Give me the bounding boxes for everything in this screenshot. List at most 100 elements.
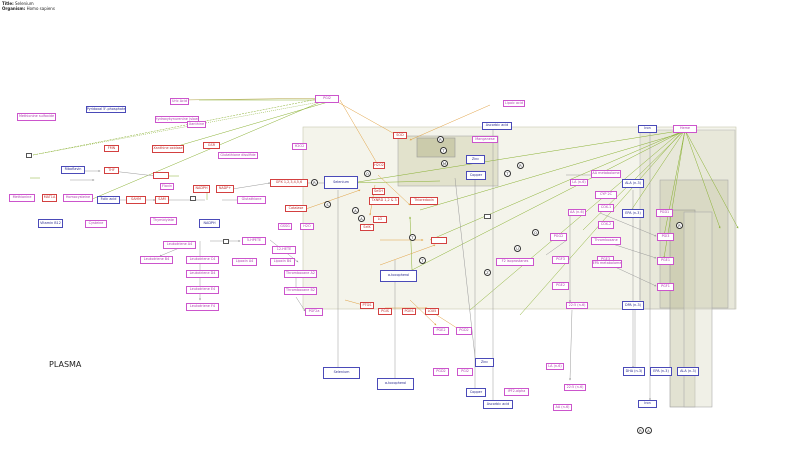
node-lipoxin-b4[interactable]: Lipoxin B4 bbox=[270, 258, 295, 266]
node-la-plasma[interactable]: LA (n-6) bbox=[546, 363, 564, 370]
node-leukotriene-f4[interactable]: Leukotriene F4 bbox=[186, 303, 219, 311]
node-hete12[interactable]: 12-HETE bbox=[272, 246, 296, 254]
marker-circle[interactable]: R bbox=[437, 136, 444, 143]
node-thymidylate-synthase[interactable] bbox=[153, 172, 169, 179]
node-pgd1[interactable]: PGD1 bbox=[656, 209, 673, 217]
marker-circle[interactable]: R bbox=[311, 179, 318, 186]
node-hete[interactable]: 5-HPETE bbox=[242, 237, 266, 245]
node-pgs[interactable]: PGE2 bbox=[552, 282, 569, 290]
node-xanthine-oxidase[interactable]: Xanthine oxidase bbox=[152, 145, 184, 153]
marker-circle[interactable]: T bbox=[440, 147, 447, 154]
node-selenium-main[interactable]: Selenium bbox=[324, 176, 358, 189]
node-lipoxin-a4[interactable]: Lipoxin A4 bbox=[232, 258, 257, 266]
node-selenium-plasma[interactable]: Selenium bbox=[323, 367, 360, 379]
node-selk[interactable]: SelK bbox=[360, 224, 374, 231]
node-cyp[interactable]: CYP 2C bbox=[595, 191, 617, 199]
node-ipf-alpha[interactable]: IPF2-alpha bbox=[504, 388, 529, 396]
node-22-5-n6[interactable]: 22:5 (n-6) bbox=[566, 302, 588, 309]
node-sod[interactable]: SOD bbox=[393, 132, 407, 139]
node-pge2[interactable]: PGE2 bbox=[433, 327, 449, 335]
node-pgi3[interactable]: PGI3 bbox=[657, 233, 674, 241]
marker-circle[interactable]: A bbox=[352, 207, 359, 214]
node-heme[interactable]: Heme bbox=[673, 125, 697, 133]
node-cox1[interactable]: COX-1 bbox=[598, 204, 614, 212]
node-pgg2[interactable]: PGG2 bbox=[550, 233, 567, 241]
node-gsr[interactable]: GSR bbox=[203, 142, 220, 149]
node-thf[interactable]: THF bbox=[104, 167, 119, 174]
node-h2o2-a[interactable]: H2O2 bbox=[292, 143, 307, 150]
node-glutathione-disulfide[interactable]: Glutathione disulfide bbox=[218, 152, 258, 159]
node-nadph-a[interactable]: NADPH bbox=[193, 185, 210, 193]
node-lox5-upper[interactable] bbox=[431, 237, 447, 244]
node-pge1[interactable]: PGE1 bbox=[657, 257, 674, 265]
node-leukotriene-a4[interactable]: Leukotriene A4 bbox=[163, 241, 196, 249]
marker-circle[interactable]: M bbox=[441, 160, 448, 167]
node-ala-n3[interactable]: ALA (n-3) bbox=[622, 179, 644, 188]
marker-circle[interactable]: R bbox=[637, 427, 644, 434]
node-22-5-plasma[interactable]: 22:5 (n-6) bbox=[564, 384, 586, 391]
node-glutathione[interactable]: Glutathione bbox=[237, 196, 266, 204]
node-aa-plasma[interactable]: AA (n-6) bbox=[553, 404, 572, 411]
node-lo[interactable]: LO bbox=[373, 216, 387, 223]
node-dha-plasma[interactable]: DHA (n-3) bbox=[623, 367, 645, 376]
node-cox2[interactable]: COX-2 bbox=[598, 221, 614, 229]
node-gssg-small[interactable]: GSSG bbox=[278, 223, 292, 230]
node-ascorbic-acid[interactable]: Ascorbic acid bbox=[482, 122, 512, 130]
node-leukotriene-e4[interactable]: Leukotriene E4 bbox=[186, 286, 219, 294]
node-thioredoxin[interactable]: Thioredoxin bbox=[410, 197, 438, 205]
marker-circle[interactable]: O bbox=[532, 229, 539, 236]
node-xanthine[interactable]: Xanthine bbox=[187, 121, 206, 128]
node-sesh[interactable]: SeSH bbox=[372, 188, 385, 195]
node-manganese[interactable]: Manganese bbox=[472, 136, 498, 143]
node-thromboxane-a2[interactable]: Thromboxane A2 bbox=[284, 270, 317, 278]
node-pgi2-b[interactable]: PGI2 bbox=[457, 368, 473, 376]
node-folic-acid[interactable]: Folic acid bbox=[97, 196, 120, 204]
node-nadp[interactable]: NADP+ bbox=[216, 185, 234, 193]
node-iron-plasma[interactable]: Iron bbox=[638, 400, 657, 408]
node-pgd2[interactable]: PGD2 bbox=[456, 327, 472, 335]
marker-circle[interactable]: U bbox=[514, 245, 521, 252]
node-fmn[interactable]: FMN bbox=[104, 145, 119, 152]
node-la-n6[interactable]: LA (n-6) bbox=[570, 179, 588, 186]
node-pgi2-top[interactable]: PGI2 bbox=[315, 95, 339, 103]
node-sam[interactable]: SAM bbox=[155, 196, 169, 204]
marker-circle[interactable]: R bbox=[676, 222, 683, 229]
node-aa-metabolome[interactable]: AA metabolome bbox=[591, 170, 621, 178]
node-thromboxane[interactable]: Thromboxane bbox=[591, 237, 621, 245]
node-ala-plasma[interactable]: ALA (n-3) bbox=[677, 367, 699, 376]
marker-circle[interactable]: A bbox=[645, 427, 652, 434]
node-pgf3[interactable]: PGF3 bbox=[552, 256, 569, 264]
node-zinc[interactable]: Zinc bbox=[466, 155, 485, 164]
node-ptgs[interactable]: PTGS bbox=[360, 302, 374, 309]
node-pgf1[interactable]: PGF1 bbox=[657, 283, 674, 291]
node-leukotriene-b4[interactable]: Leukotriene B4 bbox=[140, 256, 173, 264]
node-iron[interactable]: Iron bbox=[638, 125, 657, 133]
node-catalase[interactable]: Catalase bbox=[285, 205, 307, 212]
marker-circle[interactable]: T bbox=[504, 170, 511, 177]
marker-circle[interactable]: O bbox=[364, 170, 371, 177]
node-f2-isoprostanes[interactable]: F2 isoprostanes bbox=[496, 258, 534, 266]
marker-circle[interactable]: Z bbox=[484, 269, 491, 276]
node-methionine-sulfoxide[interactable]: Methionine sulfoxide bbox=[17, 113, 56, 121]
node-nadph-b[interactable]: NADPH bbox=[199, 219, 220, 228]
node-riboflavin[interactable]: Riboflavin bbox=[61, 166, 85, 174]
node-leukotriene-c4[interactable]: Leukotriene C4 bbox=[186, 256, 219, 264]
node-pyridoxal-phosphate[interactable]: Pyridoxal 5'-phosphate bbox=[86, 106, 126, 113]
node-thymidylate[interactable]: Thymidylate bbox=[150, 217, 177, 225]
node-epa-n3[interactable]: EPA (n-3) bbox=[622, 209, 644, 218]
node-homocysteine[interactable]: Homocysteine bbox=[63, 194, 93, 202]
node-vitamin-b12[interactable]: Vitamin B12 bbox=[38, 219, 63, 228]
node-pgi2-alpha[interactable]: PGF2a bbox=[305, 308, 323, 316]
node-cysteine[interactable]: Cysteine bbox=[85, 220, 107, 228]
node-lipoic-acid[interactable]: Lipoic acid bbox=[503, 100, 525, 107]
node-pgd2-b[interactable]: PGD2 bbox=[433, 368, 449, 376]
node-alpha-tocopherol[interactable]: α-tocopherol bbox=[380, 270, 417, 282]
node-mat1a[interactable]: MAT1A bbox=[42, 194, 57, 202]
marker-circle[interactable]: A bbox=[358, 215, 365, 222]
node-epa-plasma[interactable]: EPA (n-3) bbox=[650, 367, 672, 376]
node-copper[interactable]: Copper bbox=[466, 171, 486, 180]
node-pges[interactable]: PGES bbox=[402, 308, 416, 315]
marker-circle[interactable]: T bbox=[409, 234, 416, 241]
node-uric-acid[interactable]: Uric Acid bbox=[170, 98, 189, 105]
node-zinc-plasma[interactable]: Zinc bbox=[475, 358, 494, 367]
